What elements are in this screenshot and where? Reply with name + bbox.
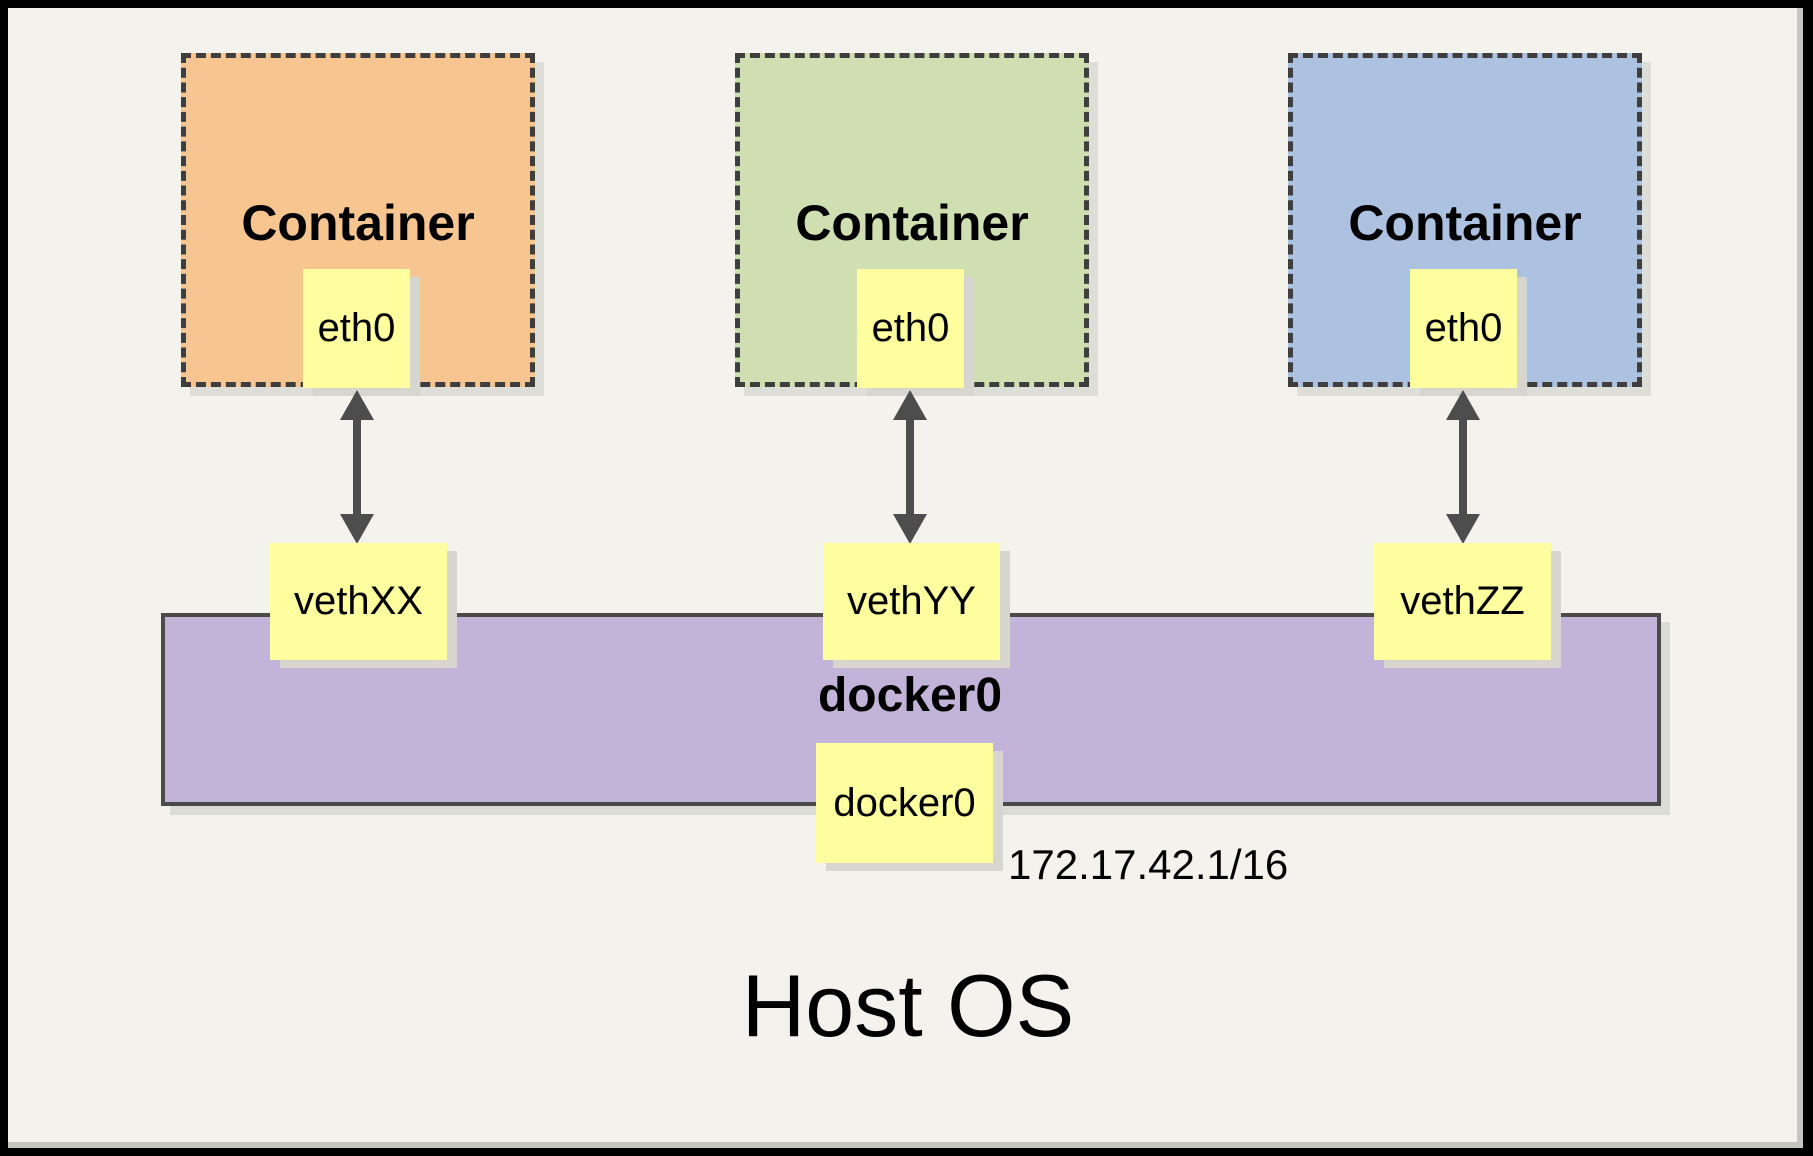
- docker0-interface-box: docker0: [816, 743, 993, 863]
- host-os-title: Host OS: [741, 956, 1075, 1055]
- eth0-interface-box: eth0: [857, 269, 964, 388]
- bridge-ip-address: 172.17.42.1/16: [1008, 841, 1289, 888]
- container-title: Container: [241, 195, 475, 251]
- veth-interface-box: vethZZ: [1374, 543, 1551, 660]
- veth-interface-box: vethXX: [270, 543, 447, 660]
- container-box-3: Container eth0: [1288, 53, 1642, 388]
- container-box-2: Container eth0: [735, 53, 1089, 388]
- eth0-interface-box: eth0: [303, 269, 410, 388]
- bidirectional-arrow-icon: [1446, 390, 1480, 544]
- container-title: Container: [795, 195, 1029, 251]
- eth0-interface-box: eth0: [1410, 269, 1517, 388]
- docker0-bridge-title: docker0: [817, 669, 1003, 722]
- bidirectional-arrow-icon: [893, 390, 927, 544]
- container-title: Container: [1348, 195, 1582, 251]
- veth-interface-box: vethYY: [823, 543, 1000, 660]
- host-os-canvas: Container eth0 Container eth0 Container …: [8, 8, 1803, 1148]
- bidirectional-arrow-icon: [340, 390, 374, 544]
- container-box-1: Container eth0: [181, 53, 535, 388]
